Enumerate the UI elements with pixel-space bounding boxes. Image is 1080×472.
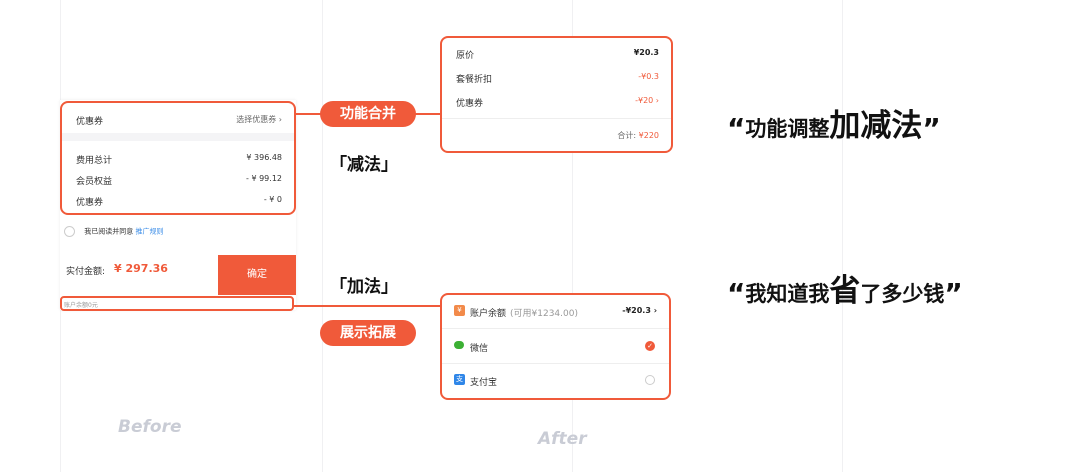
headline-2-text: 了多少钱 bbox=[860, 282, 945, 306]
price-label: 套餐折扣 bbox=[456, 75, 493, 85]
coupon-label: 优惠券 bbox=[76, 117, 104, 127]
confirm-button-label: 确定 bbox=[247, 269, 267, 280]
fee-value: ¥ 396.48 bbox=[246, 153, 282, 162]
divider bbox=[442, 328, 669, 329]
after-caption: After bbox=[538, 429, 587, 449]
price-label: 优惠券 bbox=[456, 99, 484, 109]
quote-close: ” bbox=[922, 112, 941, 145]
total-value: ¥220 bbox=[638, 131, 659, 140]
headline-1-emphasis: 加减法 bbox=[829, 108, 923, 144]
after-payment-box: ¥ 账户余额 (可用¥1234.00) -¥20.3 › 微信 ✓ 支 支付宝 bbox=[440, 293, 671, 400]
balance-icon: ¥ bbox=[454, 305, 465, 316]
merge-pill: 功能合并 bbox=[320, 101, 416, 127]
alipay-radio[interactable] bbox=[645, 375, 655, 385]
quote-open: “ bbox=[727, 112, 746, 145]
headline-1: “功能调整加减法” bbox=[727, 100, 941, 145]
quote-open: “ bbox=[727, 277, 746, 310]
fee-label: 会员权益 bbox=[76, 177, 113, 187]
headline-1-text: 功能调整 bbox=[745, 117, 830, 141]
subtract-label: 「减法」 bbox=[330, 155, 398, 175]
quote-close: ” bbox=[944, 277, 963, 310]
confirm-button[interactable]: 确定 bbox=[218, 255, 296, 295]
agreement-row: 我已阅读并同意 推广规则 bbox=[64, 226, 163, 237]
merge-pill-label: 功能合并 bbox=[340, 106, 396, 122]
divider bbox=[442, 363, 669, 364]
headline-2: “我知道我省了多少钱” bbox=[727, 265, 963, 310]
price-label: 原价 bbox=[456, 51, 475, 61]
before-fee-box: 优惠券 选择优惠券 › 费用总计 ¥ 396.48 会员权益 - ¥ 99.12… bbox=[60, 101, 296, 215]
connector-line bbox=[294, 305, 442, 307]
before-caption: Before bbox=[118, 417, 182, 437]
balance-label: 账户余额 bbox=[470, 309, 507, 319]
after-price-box: 原价 ¥20.3 套餐折扣 -¥0.3 优惠券 -¥20 › 合计: ¥220 bbox=[440, 36, 673, 153]
balance-hint: (可用¥1234.00) bbox=[510, 309, 578, 319]
wechat-radio-checked[interactable]: ✓ bbox=[645, 341, 655, 351]
alipay-icon: 支 bbox=[454, 374, 465, 385]
guide-line bbox=[322, 0, 323, 472]
fee-label: 费用总计 bbox=[76, 156, 113, 166]
expand-pill-label: 展示拓展 bbox=[340, 325, 396, 341]
fee-value: - ¥ 99.12 bbox=[246, 174, 282, 183]
guide-line bbox=[842, 0, 843, 472]
agreement-text: 我已阅读并同意 bbox=[84, 227, 134, 236]
headline-2-text: 我知道我 bbox=[745, 282, 830, 306]
divider bbox=[442, 118, 671, 119]
agreement-checkbox[interactable] bbox=[64, 226, 75, 237]
price-value: -¥0.3 bbox=[638, 72, 659, 81]
balance-note: 账户余额0元 bbox=[64, 302, 98, 309]
pay-label: 实付金额: bbox=[66, 267, 106, 277]
price-value: ¥20.3 bbox=[633, 48, 659, 57]
wechat-label: 微信 bbox=[470, 344, 489, 354]
balance-value: -¥20.3 › bbox=[622, 306, 657, 315]
fee-label: 优惠券 bbox=[76, 198, 104, 208]
headline-2-emphasis: 省 bbox=[829, 273, 861, 309]
coupon-select-link[interactable]: 选择优惠券 › bbox=[236, 115, 282, 124]
alipay-label: 支付宝 bbox=[470, 378, 498, 388]
balance-note-box: 账户余额0元 bbox=[60, 296, 294, 311]
agreement-link[interactable]: 推广规则 bbox=[135, 227, 164, 236]
pay-bar: 实付金额: ¥ 297.36 确定 bbox=[60, 255, 296, 295]
add-label: 「加法」 bbox=[330, 277, 398, 297]
coupon-value[interactable]: -¥20 › bbox=[635, 96, 659, 105]
total-label: 合计: bbox=[617, 131, 637, 140]
guide-line bbox=[572, 0, 573, 472]
fee-value: - ¥ 0 bbox=[263, 195, 282, 204]
wechat-icon bbox=[454, 341, 464, 349]
expand-pill: 展示拓展 bbox=[320, 320, 416, 346]
pay-amount: ¥ 297.36 bbox=[114, 262, 168, 275]
divider bbox=[62, 133, 294, 141]
